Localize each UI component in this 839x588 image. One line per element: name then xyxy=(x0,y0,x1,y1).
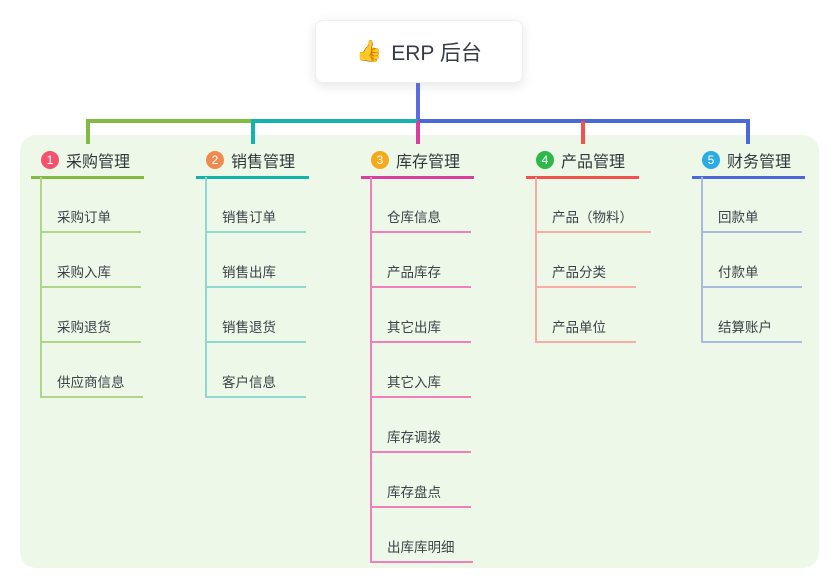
branch-item[interactable]: 库存盘点 xyxy=(370,481,471,508)
branch-item[interactable]: 采购退货 xyxy=(40,316,141,343)
branch-underline-2 xyxy=(196,176,309,179)
branch-item[interactable]: 其它出库 xyxy=(370,316,471,343)
root-label: ERP 后台 xyxy=(391,41,482,65)
branch-item[interactable]: 产品分类 xyxy=(535,261,636,288)
branch-item[interactable]: 库存调拨 xyxy=(370,426,471,453)
branch-connector-drop-4 xyxy=(581,121,585,144)
branch-label-5: 财务管理 xyxy=(727,153,792,171)
branch-item[interactable]: 供应商信息 xyxy=(40,371,143,398)
branch-item[interactable]: 出库库明细 xyxy=(370,536,473,563)
branch-item[interactable]: 产品库存 xyxy=(370,261,471,288)
branch-badge-1: 1 xyxy=(41,150,59,169)
branch-underline-3 xyxy=(361,176,474,179)
branch-item[interactable]: 回款单 xyxy=(701,206,802,233)
branch-label-4: 产品管理 xyxy=(561,153,626,171)
branch-vertical-line-5 xyxy=(701,177,703,341)
branch-item[interactable]: 结算账户 xyxy=(701,316,802,343)
branch-item[interactable]: 销售出库 xyxy=(205,261,306,288)
branch-item[interactable]: 销售退货 xyxy=(205,316,306,343)
branch-connector-hline-2 xyxy=(253,119,418,123)
branch-connector-drop-5 xyxy=(746,119,750,144)
branch-vertical-line-4 xyxy=(535,177,537,341)
branch-underline-5 xyxy=(692,176,805,179)
branch-underline-1 xyxy=(31,176,144,179)
branch-connector-hline-1 xyxy=(88,119,253,123)
branch-item[interactable]: 采购入库 xyxy=(40,261,141,288)
branch-header-2[interactable]: 2 销售管理 xyxy=(206,149,296,171)
branch-header-1[interactable]: 1 采购管理 xyxy=(41,149,131,171)
branch-header-3[interactable]: 3 库存管理 xyxy=(371,149,461,171)
branch-label-2: 销售管理 xyxy=(231,153,296,171)
mindmap-container xyxy=(20,135,819,568)
branch-label-3: 库存管理 xyxy=(396,153,461,171)
branch-item[interactable]: 客户信息 xyxy=(205,371,306,398)
branch-item[interactable]: 产品单位 xyxy=(535,316,636,343)
branch-badge-5: 5 xyxy=(702,150,720,169)
branch-connector-drop-1 xyxy=(86,119,90,144)
branch-item[interactable]: 其它入库 xyxy=(370,371,471,398)
branch-badge-3: 3 xyxy=(371,150,389,169)
branch-vertical-line-3 xyxy=(370,177,372,561)
root-node[interactable]: 👍 ERP 后台 xyxy=(315,20,523,83)
branch-item[interactable]: 仓库信息 xyxy=(370,206,471,233)
branch-connector-drop-2 xyxy=(251,119,255,144)
root-stem-line xyxy=(416,83,420,121)
branch-badge-4: 4 xyxy=(536,150,554,169)
branch-label-1: 采购管理 xyxy=(66,153,131,171)
branch-item[interactable]: 付款单 xyxy=(701,261,802,288)
thumbs-up-icon: 👍 xyxy=(356,40,383,63)
branch-item[interactable]: 产品（物料） xyxy=(535,206,651,233)
branch-badge-2: 2 xyxy=(206,150,224,169)
branch-item[interactable]: 销售订单 xyxy=(205,206,306,233)
branch-underline-4 xyxy=(526,176,639,179)
branch-item[interactable]: 采购订单 xyxy=(40,206,141,233)
branch-header-5[interactable]: 5 财务管理 xyxy=(702,149,792,171)
branch-header-4[interactable]: 4 产品管理 xyxy=(536,149,626,171)
branch-connector-drop-3 xyxy=(416,121,420,144)
